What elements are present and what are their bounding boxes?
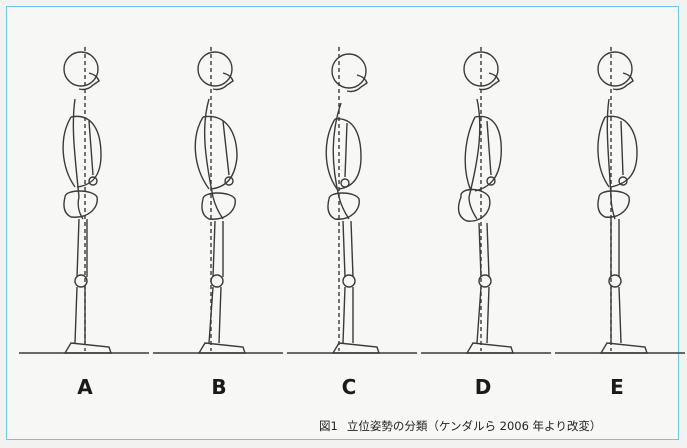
skeleton-c-icon — [287, 47, 417, 359]
skeleton-b-icon — [153, 47, 283, 359]
posture-label-a: A — [65, 375, 105, 399]
figure-caption: 図1 立位姿勢の分類（ケンダルら 2006 年より改変） — [319, 418, 601, 434]
skeleton-a-icon — [19, 47, 149, 359]
caption-text: 立位姿勢の分類（ケンダルら 2006 年より改変） — [347, 419, 602, 433]
skeleton-e-icon — [555, 47, 685, 359]
posture-label-e: E — [597, 375, 637, 399]
figure-frame: A B C D E 図1 立位姿勢の分類（ケンダルら 2006 年より改変） — [6, 6, 679, 440]
posture-label-b: B — [199, 375, 239, 399]
posture-label-d: D — [463, 375, 503, 399]
skeleton-d-icon — [421, 47, 551, 359]
posture-label-c: C — [329, 375, 369, 399]
caption-number: 図1 — [319, 419, 338, 433]
